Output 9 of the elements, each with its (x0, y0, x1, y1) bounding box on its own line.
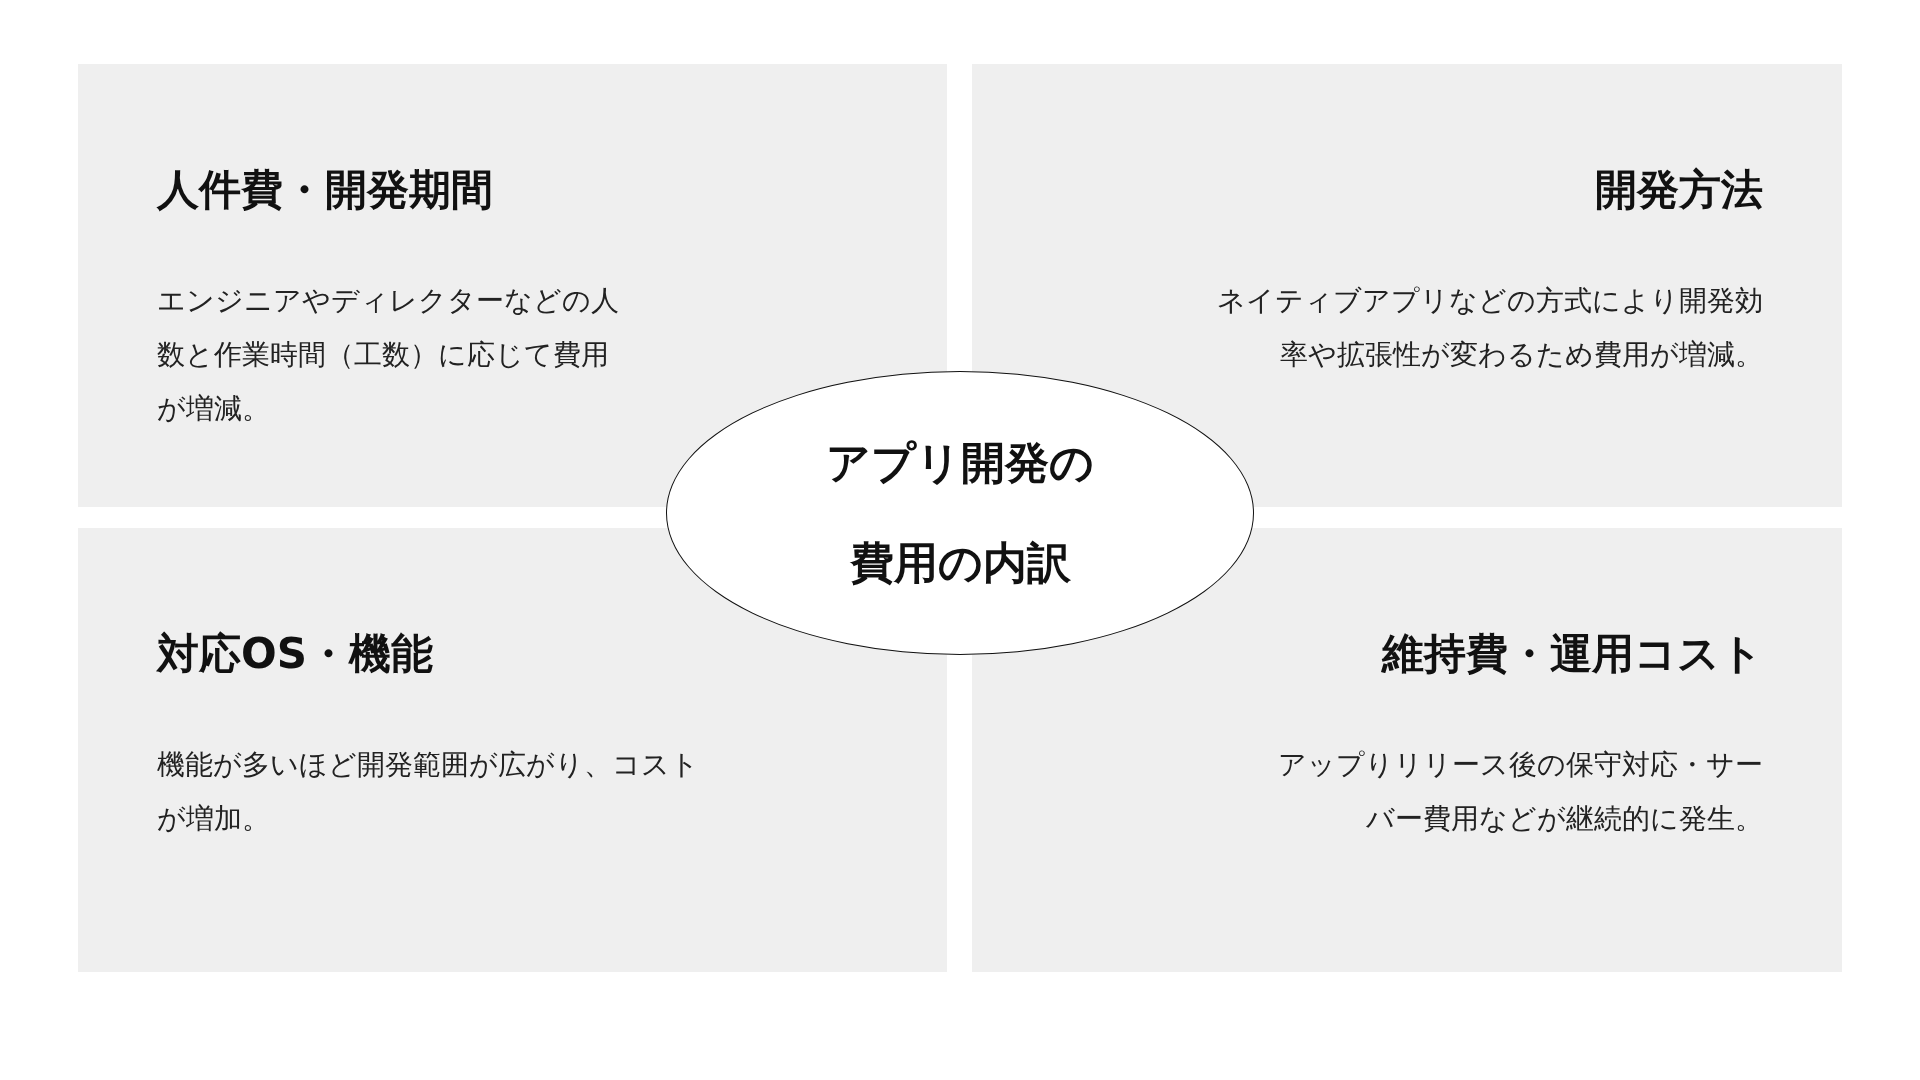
panel-heading: 開発方法 (1595, 164, 1763, 216)
panel-description: アップりリリース後の保守対応・サーバー費用などが継続的に発生。 (1277, 747, 1763, 837)
panel-heading: 人件費・開発期間 (157, 164, 493, 216)
panel-description: ネイティブアプリなどの方式により開発効率や拡張性が変わるため費用が増減。 (1216, 283, 1763, 373)
panel-heading: 対応OS・機能 (157, 628, 433, 680)
panel-heading: 維持費・運用コスト (1382, 628, 1763, 680)
panel-description: 機能が多いほど開発範囲が広がり、コストが増加。 (157, 747, 700, 837)
panel-description: エンジニアやディレクターなどの人数と作業時間（工数）に応じて費用が増減。 (157, 283, 620, 427)
ellipse-title: アプリ開発の費用の内訳 (825, 436, 1095, 590)
